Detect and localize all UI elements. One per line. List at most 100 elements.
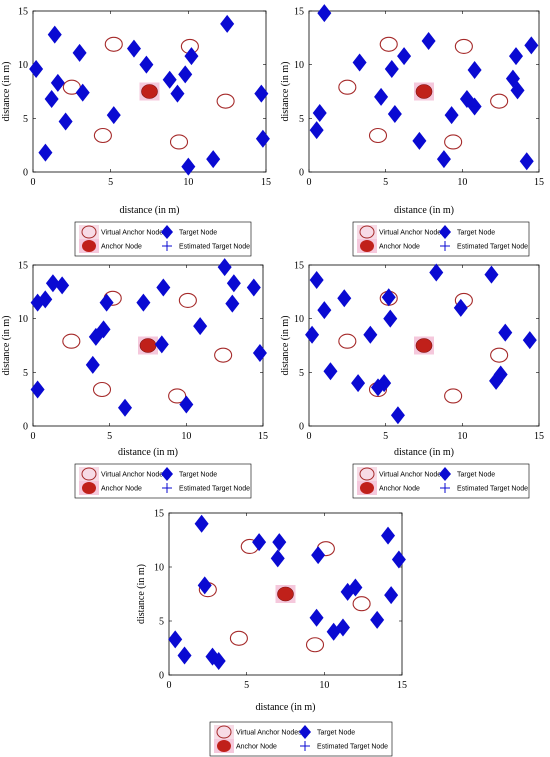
legend-virtual-anchor-marker <box>81 467 97 481</box>
legend-estimated-marker <box>162 483 172 493</box>
estimated-target-node <box>129 44 138 53</box>
estimated-target-node <box>527 41 536 50</box>
legend-estimated-marker <box>300 741 310 751</box>
x-tick-label: 15 <box>261 177 271 188</box>
virtual-anchor-node <box>178 292 197 308</box>
estimated-target-node <box>329 627 338 636</box>
x-axis-label: distance (in m) <box>256 702 316 713</box>
estimated-target-node <box>447 111 456 120</box>
legend-virtual-anchor-marker <box>81 225 97 239</box>
legend-virtual-anchor-marker <box>359 225 375 239</box>
legend-target-marker <box>161 467 173 481</box>
estimated-target-node <box>171 635 180 644</box>
legend-virtual-halo <box>79 225 99 239</box>
legend-virtual-halo <box>357 225 377 239</box>
x-tick-label: 0 <box>167 680 172 691</box>
legend-virtual-anchor-label: Virtual Anchor Nodes <box>101 472 167 479</box>
legend-anchor-label: Anchor Node <box>379 244 420 251</box>
estimated-target-node <box>470 102 479 111</box>
legend-estimated-marker <box>162 241 172 251</box>
y-axis-label: distance (in m) <box>280 316 291 376</box>
x-tick-label: 0 <box>31 431 36 442</box>
estimated-target-node <box>354 379 363 388</box>
estimated-target-node <box>343 587 352 596</box>
estimated-target-node <box>41 295 50 304</box>
estimated-target-node <box>165 75 174 84</box>
legend-target-marker <box>439 467 451 481</box>
estimated-target-node <box>439 155 448 164</box>
estimated-target-node <box>200 581 209 590</box>
estimated-target-node <box>142 60 151 69</box>
virtual-anchor-node <box>444 134 463 150</box>
estimated-target-node <box>214 656 223 665</box>
y-tick-label: 15 <box>154 509 164 520</box>
x-tick-label: 10 <box>183 177 193 188</box>
x-tick-label: 15 <box>258 431 268 442</box>
y-tick-label: 0 <box>23 168 28 179</box>
estimated-target-node <box>384 531 393 540</box>
estimated-target-node <box>159 283 168 292</box>
legend-target-marker <box>439 225 451 239</box>
legend-anchor-label: Anchor Node <box>101 486 142 493</box>
estimated-target-node <box>355 58 364 67</box>
estimated-target-node <box>496 370 505 379</box>
estimated-target-node <box>47 95 56 104</box>
y-axis-label: distance (in m) <box>136 564 147 624</box>
estimated-target-node <box>387 591 396 600</box>
estimated-target-node <box>340 294 349 303</box>
legend-anchor-marker <box>217 740 231 752</box>
estimated-target-node <box>255 349 264 358</box>
virtual-anchor-node <box>168 388 187 404</box>
x-tick-label: 0 <box>307 431 312 442</box>
estimated-target-node <box>366 330 375 339</box>
y-tick-label: 10 <box>18 60 28 71</box>
estimated-target-node <box>394 555 403 564</box>
x-axis-label: distance (in m) <box>394 205 454 216</box>
legend-anchor-label: Anchor Node <box>101 244 142 251</box>
virtual-anchor-node <box>454 38 473 54</box>
legend-target-marker <box>299 725 311 739</box>
estimated-target-node <box>99 325 108 334</box>
estimated-target-node <box>508 74 517 83</box>
estimated-target-node <box>33 385 42 394</box>
estimated-target-node <box>78 88 87 97</box>
x-tick-label: 0 <box>307 177 312 188</box>
virtual-anchor-node <box>92 381 112 398</box>
x-tick-label: 10 <box>457 177 467 188</box>
y-tick-label: 5 <box>159 617 164 628</box>
legend-anchor-label: Anchor Node <box>236 744 277 751</box>
estimated-target-node <box>522 157 531 166</box>
virtual-anchor-node <box>352 596 371 612</box>
estimated-target-node <box>139 298 148 307</box>
x-tick-label: 5 <box>108 177 113 188</box>
y-tick-label: 15 <box>18 7 28 18</box>
x-tick-label: 5 <box>383 431 388 442</box>
legend-box <box>209 721 393 757</box>
estimated-target-node <box>109 111 118 120</box>
legend-anchor-marker <box>360 240 374 252</box>
estimated-target-node <box>393 411 402 420</box>
estimated-target-node <box>173 89 182 98</box>
estimated-target-node <box>312 276 321 285</box>
estimated-target-node <box>314 551 323 560</box>
virtual-anchor-node <box>169 134 189 150</box>
legend-estimated-marker <box>440 483 450 493</box>
virtual-anchor-node <box>214 347 233 363</box>
y-tick-label: 10 <box>294 314 304 325</box>
estimated-target-node <box>229 279 238 288</box>
virtual-anchor-node <box>62 333 81 349</box>
estimated-target-node <box>187 52 196 61</box>
estimated-target-node <box>249 283 258 292</box>
legend-virtual-anchor-marker <box>216 725 232 739</box>
estimated-target-node <box>320 306 329 315</box>
estimated-target-node <box>257 89 266 98</box>
x-tick-label: 10 <box>319 680 329 691</box>
estimated-target-node <box>182 400 191 409</box>
